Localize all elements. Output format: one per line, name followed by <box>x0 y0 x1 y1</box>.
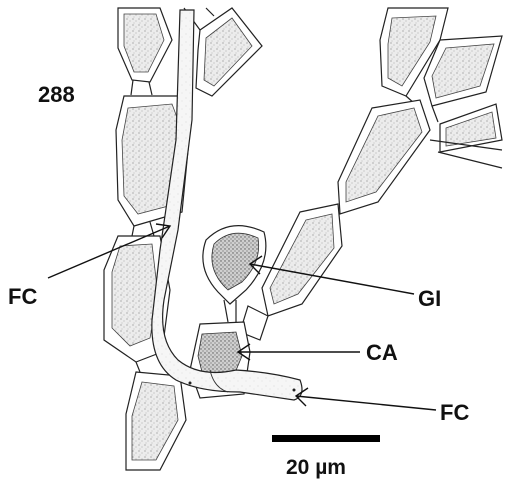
gi-structure <box>203 226 266 322</box>
left-filament <box>104 8 190 470</box>
scale-bar <box>272 435 380 442</box>
arrow-ca <box>238 344 360 360</box>
label-gi: GI <box>418 286 441 312</box>
figure-number: 288 <box>38 82 75 108</box>
label-fc-right: FC <box>440 400 469 426</box>
right-filament <box>240 8 502 340</box>
cell-contents <box>112 244 158 346</box>
label-ca: CA <box>366 340 398 366</box>
label-fc-left: FC <box>8 284 37 310</box>
arrow-fc-right <box>296 388 436 410</box>
upper-branch <box>184 8 262 96</box>
scale-bar-label: 20 µm <box>286 456 346 480</box>
